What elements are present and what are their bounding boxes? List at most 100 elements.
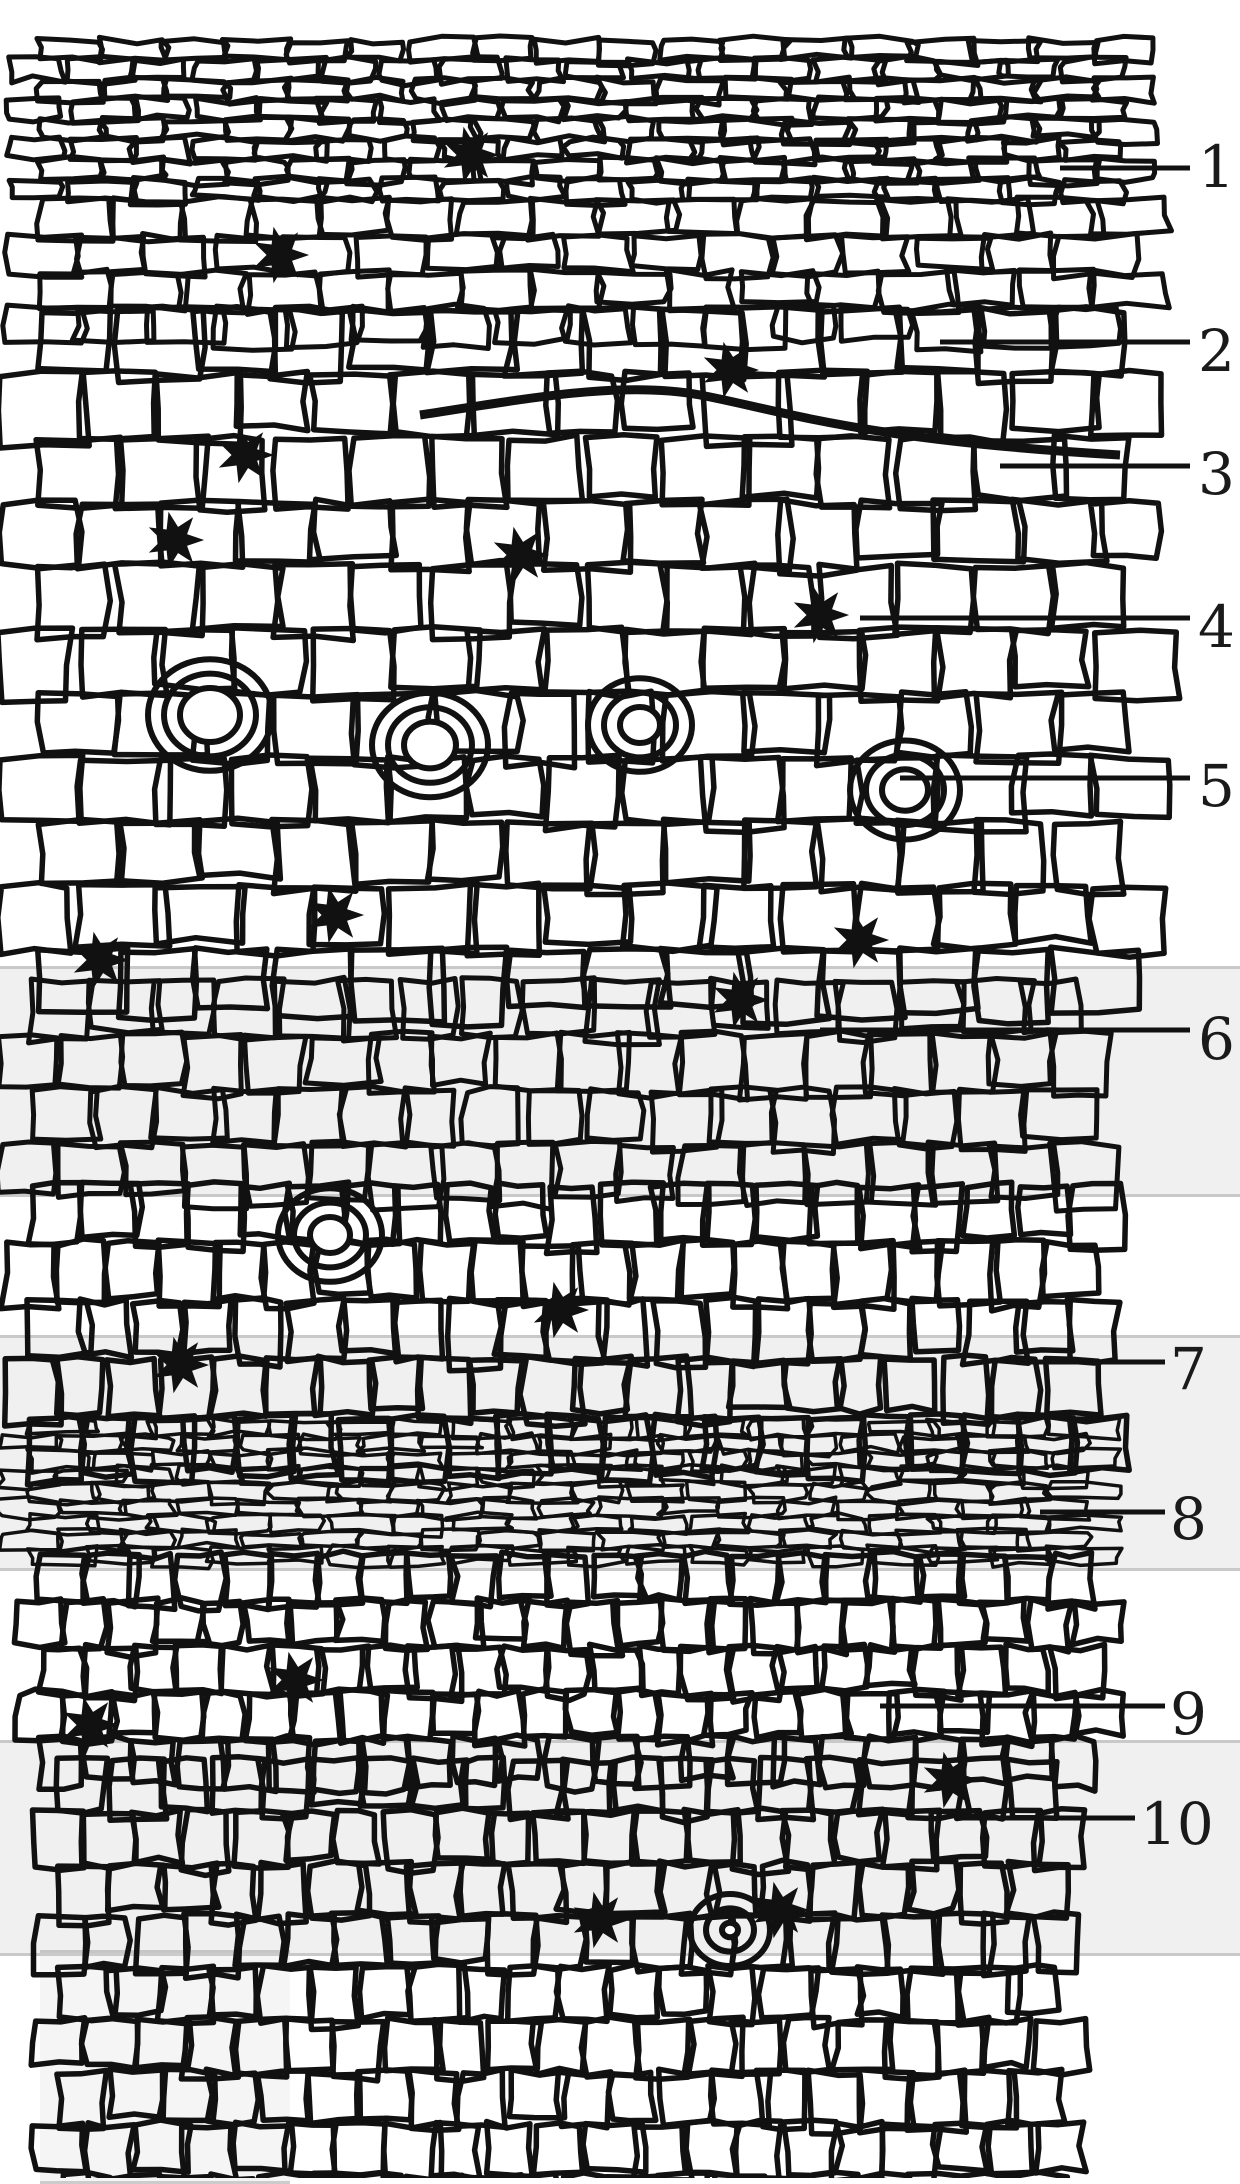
parenchyma-cells [0,36,1180,2178]
cell-outline [487,2122,533,2177]
cell-outline [816,436,889,508]
cell-outline [61,1599,107,1649]
cell-outline [810,1482,867,1502]
cell-outline [0,755,83,821]
cell-outline [367,1239,417,1298]
cell-outline [659,120,725,139]
cell-outline [161,39,227,60]
cell-outline [471,78,534,99]
cell-outline [350,565,421,633]
cell-outline [448,1453,512,1470]
cell-outline [507,435,582,500]
cell-outline [678,1240,735,1299]
cell-outline [76,504,162,569]
cell-outline [33,1810,84,1870]
cell-outline [238,1500,300,1515]
cell-outline [530,269,604,308]
cell-outline [36,1554,88,1602]
label-9: 9 [1170,1685,1207,1743]
cell-outline [495,1183,546,1238]
cell-outline [58,1144,124,1198]
cell-outline [110,2174,160,2178]
crystal-inclusion [707,345,756,396]
label-6: 6 [1198,1010,1235,1068]
cell-outline [808,1302,865,1362]
cell-outline [430,1033,490,1085]
cell-outline [164,79,231,98]
cell-outline [136,1915,187,1974]
cell-outline [9,180,63,197]
cell-outline [533,2123,582,2175]
cell-outline [333,2123,385,2176]
cell-outline [1072,1601,1124,1644]
cell-outline [58,2173,110,2179]
cell-outline [1090,755,1170,817]
secretory-cavity [310,1217,350,1253]
cell-outline [861,2173,910,2178]
label-3: 3 [1198,445,1235,503]
cell-outline [14,1599,65,1648]
cell-outline [432,436,507,507]
cell-outline [308,2073,360,2123]
cell-outline [1046,1359,1102,1416]
cell-outline [859,1864,909,1918]
cell-outline [349,436,430,507]
crystal-inclusion [312,890,361,941]
cell-outline [421,1436,483,1447]
cell-outline [192,137,257,160]
cell-outline [379,60,437,86]
cell-outline [596,272,671,304]
label-8: 8 [1170,1490,1207,1548]
label-4: 4 [1198,598,1235,656]
cell-outline [963,1182,1015,1238]
cell-outline [273,438,348,509]
cell-outline [446,1183,495,1241]
secretory-cavity [180,688,240,742]
cell-outline [272,820,356,894]
cell-outline [1067,1299,1120,1363]
cell-outline [1049,1515,1122,1531]
cell-outline [503,138,562,160]
secretory-cavity [404,722,456,769]
cell-outline [56,1239,109,1303]
cell-outline [623,499,704,563]
cell-outline [1006,1644,1048,1693]
cell-outline [156,372,241,444]
cell-outline [865,1645,915,1686]
cell-outline [1036,2122,1087,2173]
secretory-cavity [620,707,660,743]
cell-outline [0,371,89,448]
cell-outline [39,269,111,308]
cell-outline [274,1088,347,1146]
cell-outline [115,562,204,636]
cell-outline [420,1241,474,1302]
cell-outline [109,2069,166,2118]
label-7: 7 [1170,1340,1207,1398]
cell-outline [1089,887,1166,957]
label-1: 1 [1198,138,1235,196]
cell-outline [348,821,432,885]
cell-outline [1050,1031,1111,1096]
label-5: 5 [1198,757,1235,815]
cell-outline [0,883,71,955]
cell-outline [391,499,470,571]
cell-outline [1048,1418,1120,1440]
cell-outline [974,949,1048,1023]
cell-outline [973,566,1053,634]
cell-outline [528,1090,582,1145]
cell-outline [778,758,852,822]
cell-outline [0,1530,58,1550]
cell-outline [82,2018,139,2068]
cell-outline [631,236,701,270]
cell-outline [737,197,813,238]
cell-outline [992,1358,1041,1419]
cell-outline [608,2072,655,2120]
cell-outline [1033,2019,1089,2075]
cell-outline [782,1241,834,1302]
cell-outline [957,2173,1011,2178]
cell-outline [731,2020,781,2074]
cell-outline [1047,1482,1121,1499]
cell-outline [0,500,82,568]
cell-outline [428,820,503,881]
